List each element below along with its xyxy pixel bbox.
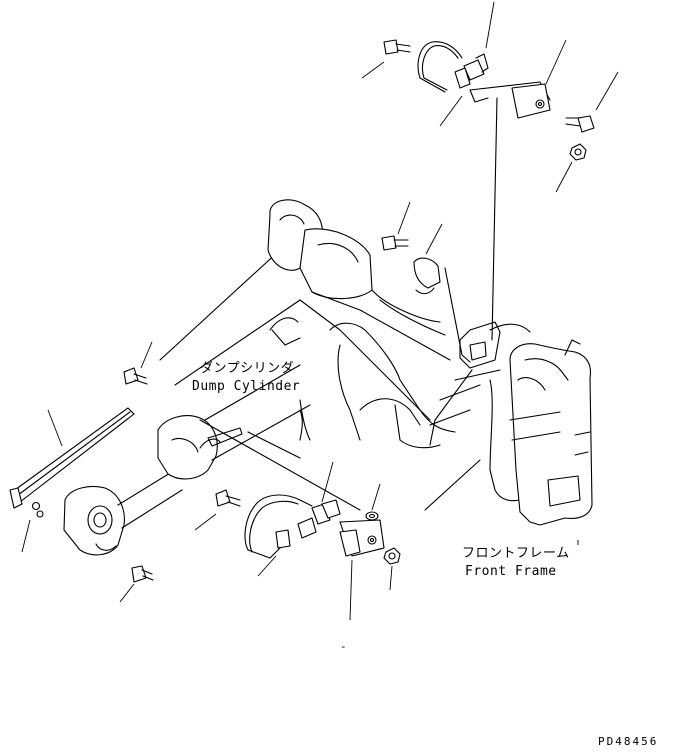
drawing-code: PD48456 [598,735,659,748]
upper-harness-bracket [383,39,595,161]
dump-cylinder-label-jp: ダンプシリンダ [200,361,295,376]
lower-harness-bracket [123,367,401,583]
guard-bar [9,407,135,518]
front-frame-label-en: Front Frame [465,564,557,579]
dump-cylinder [63,364,311,556]
loader-arm-assembly [159,199,531,502]
middle-harness-clip [381,235,441,295]
leader-lines [21,1,619,621]
front-frame [509,339,593,526]
front-frame-label-jp: フロントフレーム [462,546,570,561]
dump-cylinder-label-en: Dump Cylinder [192,379,301,394]
center-mark: - [340,640,349,653]
